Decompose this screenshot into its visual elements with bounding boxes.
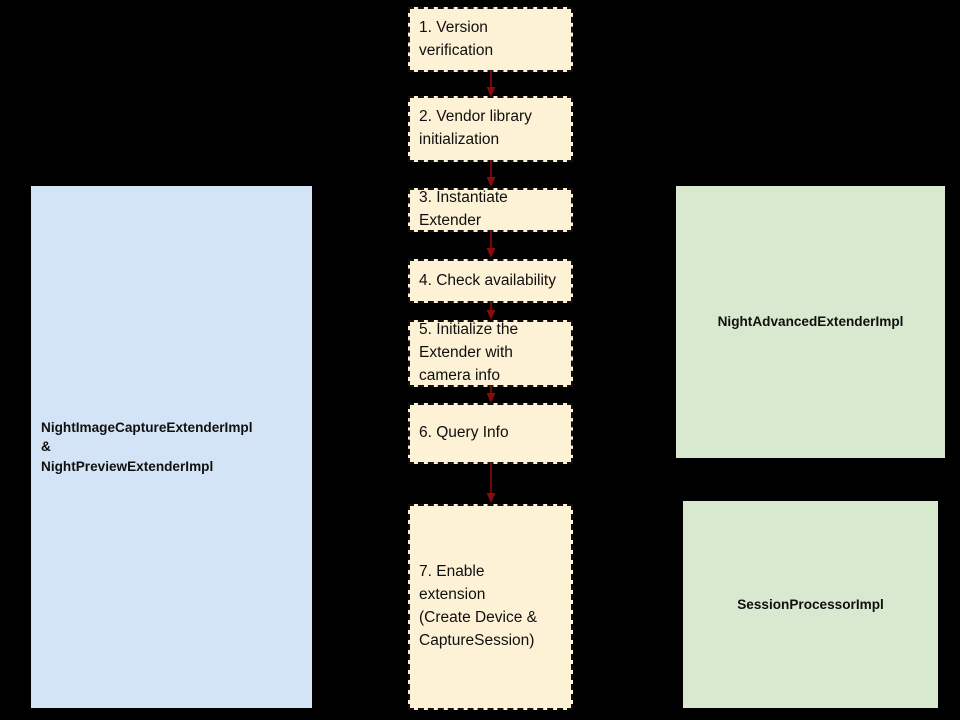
flow-step-4-check-availability[interactable]: 4. Check availability [408, 259, 573, 303]
group-label-right-bottom: SessionProcessorImpl [737, 596, 884, 612]
group-label-right-top: NightAdvancedExtenderImpl [717, 314, 904, 330]
flow-step-4-label: 4. Check availability [419, 271, 556, 289]
connector-step2-to-step3 [486, 160, 496, 187]
flow-step-6-label: 6. Query Info [419, 424, 509, 442]
flow-step-5-initialize-extender-with-camera-info[interactable]: 5. Initialize the Extender with camera i… [408, 320, 573, 387]
group-box-night-image-capture-preview-extender[interactable]: NightImageCaptureExtenderImpl & NightPre… [31, 186, 312, 708]
connector-step3-to-step4 [486, 230, 496, 258]
connector-step4-to-step5 [486, 301, 496, 320]
group-box-night-advanced-extender[interactable]: NightAdvancedExtenderImpl [676, 186, 945, 458]
connector-step1-to-step2 [486, 70, 496, 97]
flow-step-7-enable-extension[interactable]: 7. Enable extension (Create Device & Cap… [408, 504, 573, 710]
flow-step-6-query-info[interactable]: 6. Query Info [408, 403, 573, 464]
group-box-session-processor[interactable]: SessionProcessorImpl [683, 501, 938, 708]
connector-step5-to-step6 [486, 385, 496, 403]
flow-step-3-label: 3. Instantiate Extender [419, 189, 508, 229]
flow-step-7-label: 7. Enable extension (Create Device & Cap… [419, 563, 538, 649]
flow-step-2-vendor-library-initialization[interactable]: 2. Vendor library initialization [408, 96, 573, 162]
group-label-left: NightImageCaptureExtenderImpl & NightPre… [41, 420, 253, 474]
flow-step-1-version-verification[interactable]: 1. Version verification [408, 7, 573, 72]
flow-step-5-label: 5. Initialize the Extender with camera i… [419, 321, 519, 384]
flow-step-2-label: 2. Vendor library initialization [419, 108, 532, 148]
connector-step6-to-step7 [486, 462, 496, 503]
flow-step-3-instantiate-extender[interactable]: 3. Instantiate Extender [408, 188, 573, 232]
flow-step-1-label: 1. Version verification [419, 18, 494, 59]
